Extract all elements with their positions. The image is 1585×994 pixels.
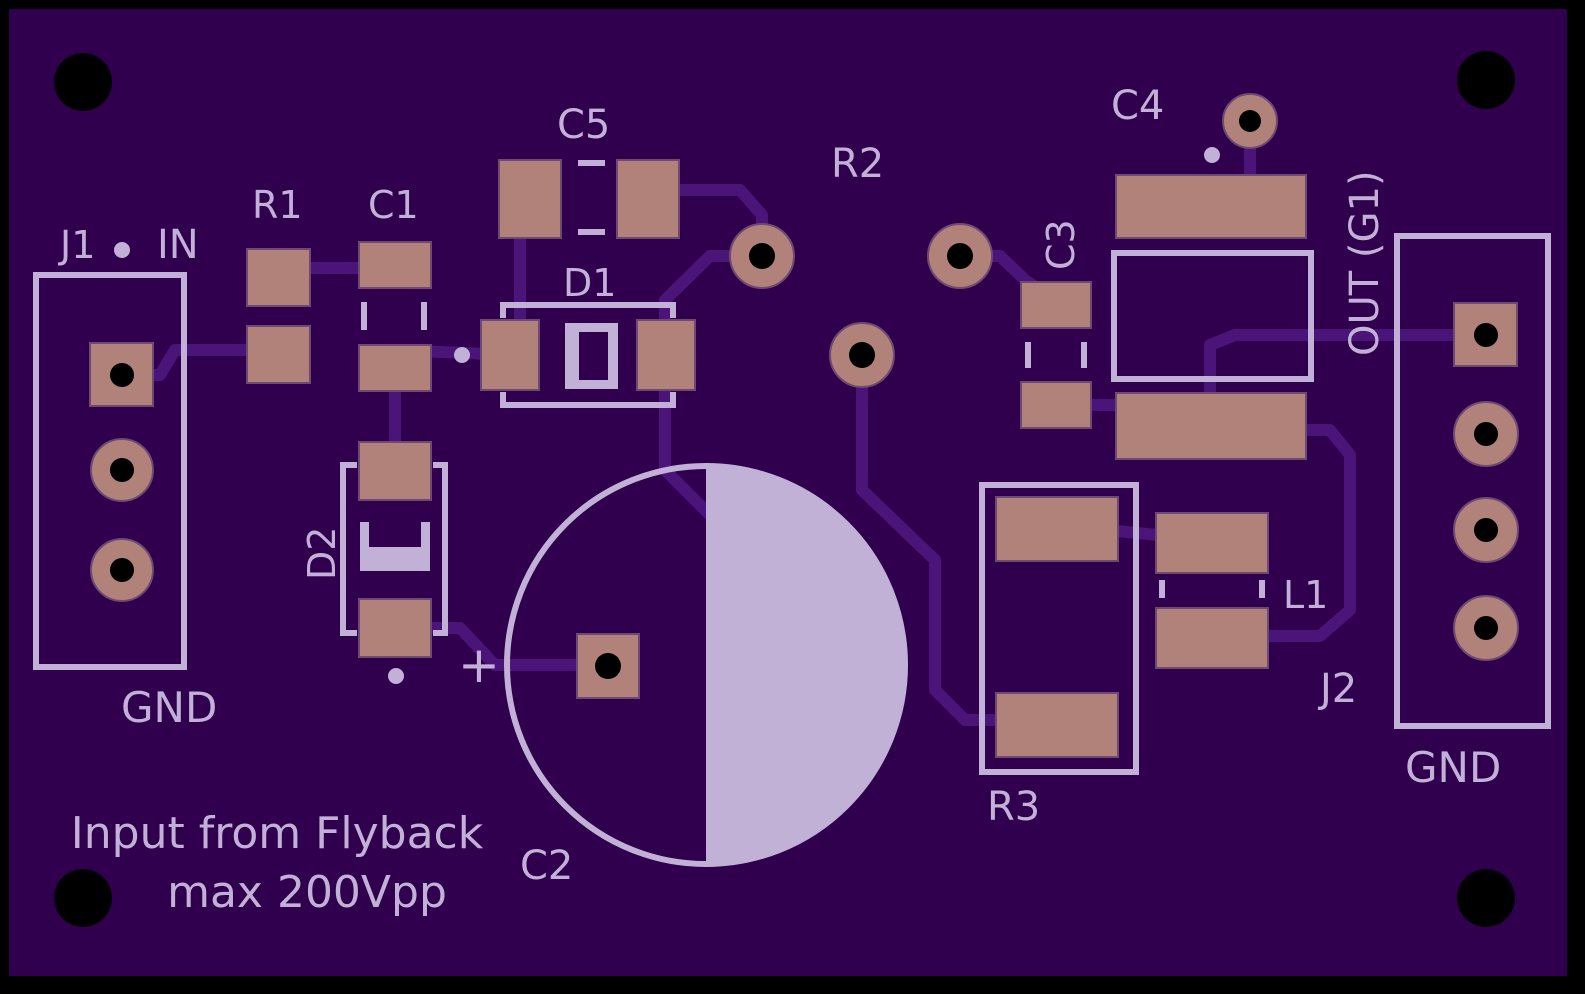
l1-pad-2 [1155, 607, 1269, 669]
drill-hole [1474, 422, 1498, 446]
drill-hole [1474, 323, 1498, 347]
label-r1: R1 [252, 183, 303, 227]
d1-cathode-band [565, 323, 579, 389]
d2-cathode-band [360, 556, 430, 571]
d2-pad-2 [358, 598, 432, 658]
silkscreen-fills [114, 147, 1220, 864]
label-in: IN [157, 222, 199, 268]
copper-pads [89, 159, 1518, 758]
c4-outline [1111, 250, 1314, 382]
pin1-dot-icon [454, 347, 470, 363]
j1-outline [33, 272, 187, 670]
label-j2-gnd: GND [1405, 743, 1501, 792]
label-c2: C2 [520, 843, 573, 889]
label-note-line2: max 200Vpp [167, 867, 447, 918]
silkscreen-labels: J1 IN GND R1 C1 C5 D1 D2 R2 C4 C3 OUT (G… [58, 83, 1501, 918]
label-r3: R3 [987, 784, 1040, 830]
label-r2: R2 [831, 141, 884, 187]
label-c2-plus: + [458, 636, 500, 694]
c1-pad-1 [358, 241, 432, 289]
label-j2: J2 [1317, 666, 1357, 712]
label-d1: D1 [563, 261, 616, 305]
d2-outline [433, 462, 448, 636]
r3-pad-1 [995, 496, 1119, 562]
drill-hole [110, 558, 134, 582]
mounting-holes [54, 51, 1515, 927]
drill-hole [849, 342, 875, 368]
label-c4: C4 [1111, 83, 1164, 129]
mounting-hole-icon [1457, 51, 1515, 109]
d1-outline [500, 302, 676, 318]
drill-hole [749, 243, 775, 269]
drill-hole [595, 653, 621, 679]
d1-outline [500, 392, 676, 408]
c5-pad-2 [616, 159, 680, 239]
d2-outline [340, 462, 357, 636]
label-d2: D2 [300, 527, 344, 580]
drill-hole [1474, 518, 1498, 542]
c1-pad-2 [358, 344, 432, 392]
c5-pad-1 [498, 159, 562, 239]
drill-hole [1239, 110, 1261, 132]
pin1-dot-icon [1204, 147, 1220, 163]
c3-pad-1 [1020, 281, 1092, 329]
drill-hole [947, 243, 973, 269]
l1-pad-1 [1155, 512, 1269, 574]
drill-hole [1474, 616, 1498, 640]
d2-cathode-bracket [360, 522, 430, 556]
label-c5: C5 [557, 102, 610, 148]
c3-pad-2 [1020, 381, 1092, 429]
label-note-line1: Input from Flyback [71, 808, 484, 859]
label-l1: L1 [1283, 573, 1328, 617]
r1-pad-1 [246, 248, 311, 307]
pin1-dot-icon [114, 242, 130, 258]
j2-outline [1394, 233, 1551, 729]
d1-pad-1 [480, 319, 540, 391]
label-j1: J1 [58, 223, 95, 267]
r3-outline [979, 482, 1139, 775]
mounting-hole-icon [54, 869, 112, 927]
label-out: OUT (G1) [1342, 170, 1388, 356]
mounting-hole-icon [54, 53, 112, 111]
label-c3: C3 [1039, 219, 1083, 270]
label-c1: C1 [368, 183, 419, 227]
drill-hole [110, 363, 134, 387]
c4-pad-2 [1115, 392, 1307, 460]
label-j1-gnd: GND [121, 683, 217, 732]
d1-cathode-bracket [579, 323, 618, 389]
pin1-dot-icon [388, 668, 404, 684]
drill-hole [110, 458, 134, 482]
r3-pad-2 [995, 692, 1119, 758]
c2-polarity-fill [706, 466, 905, 864]
d2-pad-1 [358, 441, 432, 501]
mounting-hole-icon [1457, 869, 1515, 927]
r1-pad-2 [246, 325, 311, 384]
silkscreen-outlines [33, 160, 1551, 867]
d1-pad-2 [636, 319, 696, 391]
c4-pad-1 [1115, 174, 1307, 239]
